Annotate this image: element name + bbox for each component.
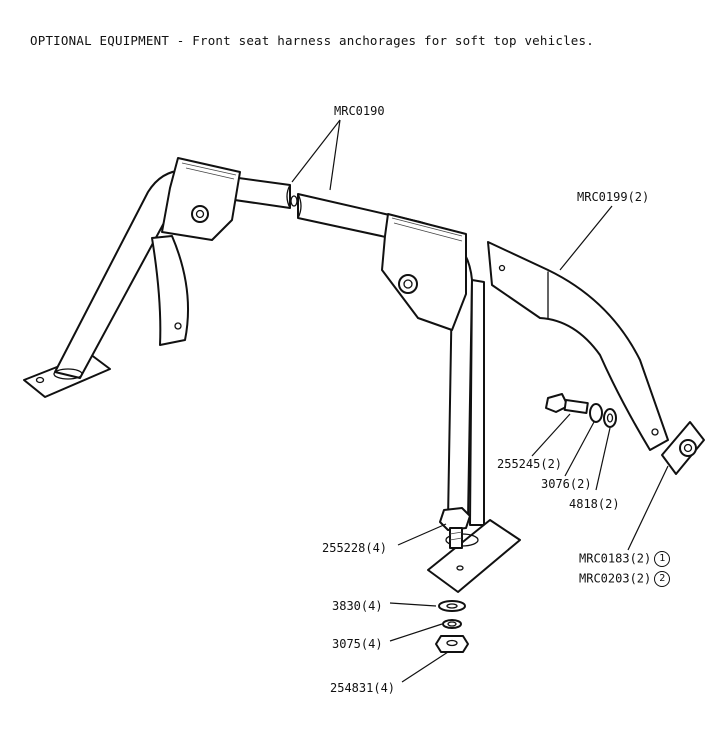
label-bracket: MRC0199(2) xyxy=(577,190,650,204)
circled-ref-2: 2 xyxy=(654,571,671,587)
label-plate-2-part: MRC0203(2) xyxy=(579,571,652,586)
label-plain-washer-foot: 3830(4) xyxy=(332,599,383,613)
label-bolt-foot: 255228(4) xyxy=(322,541,388,555)
anchor-plate xyxy=(661,421,705,475)
right-leg-tube xyxy=(469,279,485,526)
label-plate-1: MRC0183(2)1 xyxy=(579,551,671,567)
label-plate-1-part: MRC0183(2) xyxy=(579,551,652,566)
label-bolt-bracket: 255245(2) xyxy=(497,457,563,471)
left-curved-strap xyxy=(151,235,189,346)
bracket-bolt-assembly xyxy=(545,393,617,428)
right-foot-plate xyxy=(427,519,521,593)
label-nut-foot: 254831(4) xyxy=(330,681,396,695)
label-spring-washer-bracket: 3076(2) xyxy=(541,477,592,491)
circled-ref-1: 1 xyxy=(654,551,671,567)
label-frame: MRC0190 xyxy=(334,104,385,118)
label-spring-washer-foot: 3075(4) xyxy=(332,637,383,651)
foot-bolt xyxy=(439,507,471,549)
label-plain-washer-bracket: 4818(2) xyxy=(569,497,620,511)
foot-fixings xyxy=(435,600,469,653)
page-title: OPTIONAL EQUIPMENT - Front seat harness … xyxy=(30,33,594,48)
label-plate-2: MRC0203(2)2 xyxy=(579,571,671,587)
side-bracket xyxy=(487,241,669,451)
right-pivot-plate xyxy=(381,213,467,331)
leader-lines xyxy=(291,119,669,683)
left-pivot-plate xyxy=(161,157,241,241)
